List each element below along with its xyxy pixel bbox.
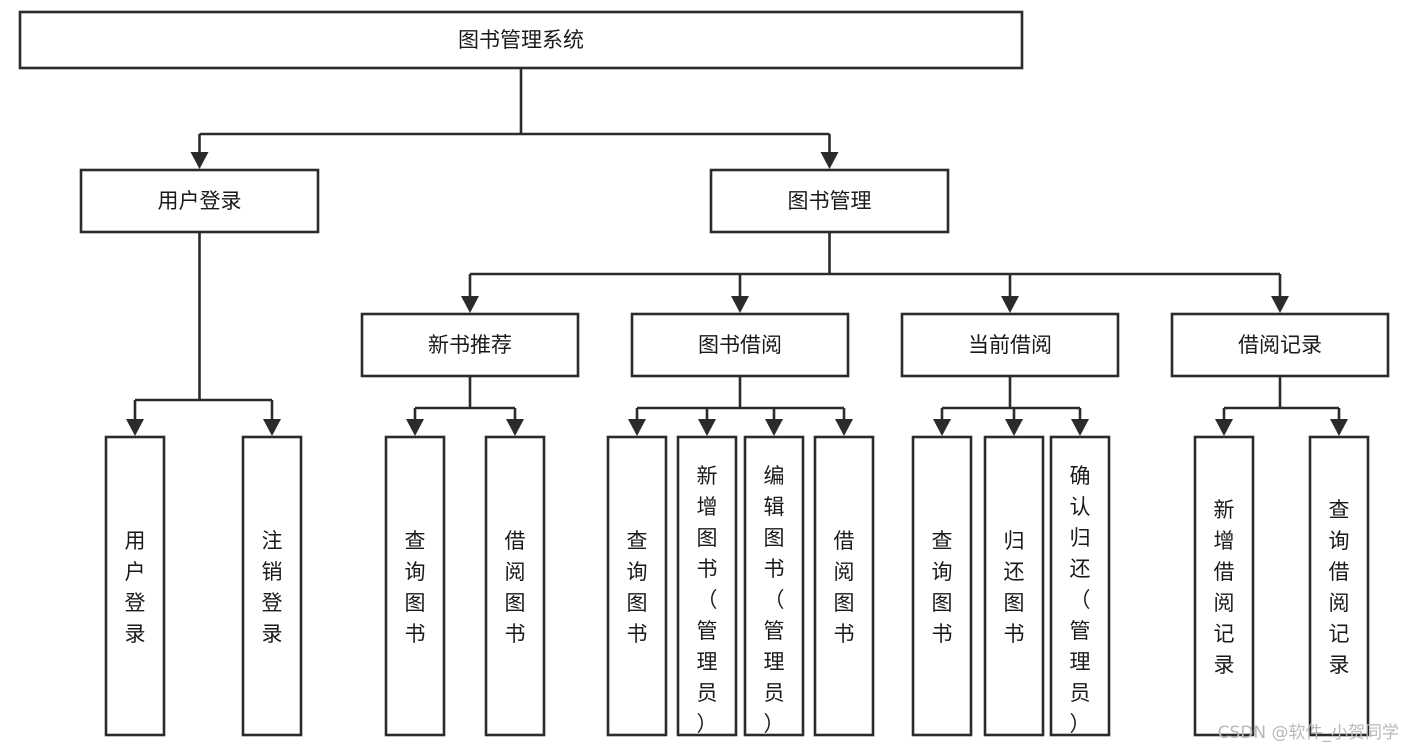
node-leaf-leaf-borrow-query-book[interactable]: 查询图书 [606,435,668,737]
arrow-head-icon [461,296,479,313]
connector-layer [126,68,1348,436]
node-rect[interactable] [1170,312,1390,378]
node-label: 查询图书 [932,529,953,646]
node-rect[interactable] [18,10,1024,70]
arrow-head-icon [1215,419,1233,436]
node-level3-current-borrow[interactable]: 当前借阅 [900,312,1120,378]
node-leaf-leaf-recommend-query-book[interactable]: 查询图书 [384,435,446,737]
node-leaf-leaf-record-query[interactable]: 查询借阅记录 [1308,435,1370,737]
node-rect[interactable] [630,312,850,378]
arrow-head-icon [406,419,424,436]
node-label: 新增图书（管理员） [697,464,718,736]
node-leaf-leaf-user-login[interactable]: 用户登录 [104,435,166,737]
node-leaf-leaf-logout[interactable]: 注销登录 [241,435,303,737]
node-label: 查询图书 [405,529,426,646]
node-leaf-leaf-record-add[interactable]: 新增借阅记录 [1193,435,1255,737]
node-level3-book-borrow[interactable]: 图书借阅 [630,312,850,378]
arrow-head-icon [1071,419,1089,436]
node-leaf-leaf-borrow-borrow-book[interactable]: 借阅图书 [813,435,875,737]
node-leaf-leaf-borrow-add-book[interactable]: 新增图书（管理员） [676,435,738,737]
node-label: 借阅图书 [834,529,855,646]
node-label: 借阅记录 [1238,333,1322,357]
node-rect[interactable] [606,435,668,737]
node-leaf-leaf-current-confirm-return[interactable]: 确认归还（管理员） [1049,435,1111,737]
node-rect[interactable] [79,168,320,234]
node-label: 新书推荐 [428,333,512,357]
node-root[interactable]: 图书管理系统 [18,10,1024,70]
arrow-head-icon [765,419,783,436]
arrow-head-icon [1330,419,1348,436]
node-level2-book-manage[interactable]: 图书管理 [709,168,950,234]
node-level2-user-login[interactable]: 用户登录 [79,168,320,234]
node-level3-borrow-record[interactable]: 借阅记录 [1170,312,1390,378]
arrow-head-icon [263,419,281,436]
node-label: 当前借阅 [968,333,1052,357]
node-rect[interactable] [983,435,1045,737]
node-leaf-leaf-current-query-book[interactable]: 查询图书 [911,435,973,737]
node-rect[interactable] [1308,435,1370,737]
arrow-head-icon [1001,296,1019,313]
node-layer: 图书管理系统用户登录图书管理新书推荐图书借阅当前借阅借阅记录用户登录注销登录查询… [18,10,1390,737]
node-level3-new-book-recommend[interactable]: 新书推荐 [360,312,580,378]
node-rect[interactable] [911,435,973,737]
node-leaf-leaf-recommend-borrow-book[interactable]: 借阅图书 [484,435,546,737]
node-rect[interactable] [384,435,446,737]
node-rect[interactable] [676,435,738,737]
node-label: 图书借阅 [698,333,782,357]
node-label: 查询借阅记录 [1329,498,1350,677]
csdn-watermark: CSDN @软件_小贺同学 [1217,723,1399,743]
node-leaf-leaf-borrow-edit-book[interactable]: 编辑图书（管理员） [743,435,805,737]
node-rect[interactable] [709,168,950,234]
arrow-head-icon [506,419,524,436]
arrow-head-icon [820,152,839,169]
node-rect[interactable] [241,435,303,737]
node-label: 编辑图书（管理员） [764,464,785,736]
arrow-head-icon [835,419,853,436]
arrow-head-icon [698,419,716,436]
node-rect[interactable] [104,435,166,737]
arrow-head-icon [126,419,144,436]
node-rect[interactable] [743,435,805,737]
arrow-head-icon [1271,296,1289,313]
arrow-head-icon [933,419,951,436]
node-leaf-leaf-current-return-book[interactable]: 归还图书 [983,435,1045,737]
arrow-head-icon [731,296,749,313]
node-label: 新增借阅记录 [1214,498,1235,677]
arrow-head-icon [1005,419,1023,436]
node-label: 用户登录 [125,529,146,646]
arrow-head-icon [190,152,209,169]
arrow-head-icon [628,419,646,436]
node-rect[interactable] [1193,435,1255,737]
node-label: 归还图书 [1004,529,1025,646]
node-label: 用户登录 [158,189,242,213]
node-rect[interactable] [360,312,580,378]
node-label: 图书管理系统 [458,28,584,52]
node-label: 借阅图书 [505,529,526,646]
node-rect[interactable] [900,312,1120,378]
node-rect[interactable] [484,435,546,737]
node-rect[interactable] [813,435,875,737]
node-rect[interactable] [1049,435,1111,737]
node-label: 注销登录 [262,529,283,646]
node-label: 查询图书 [627,529,648,646]
node-label: 确认归还（管理员） [1070,464,1091,736]
node-label: 图书管理 [788,189,872,213]
